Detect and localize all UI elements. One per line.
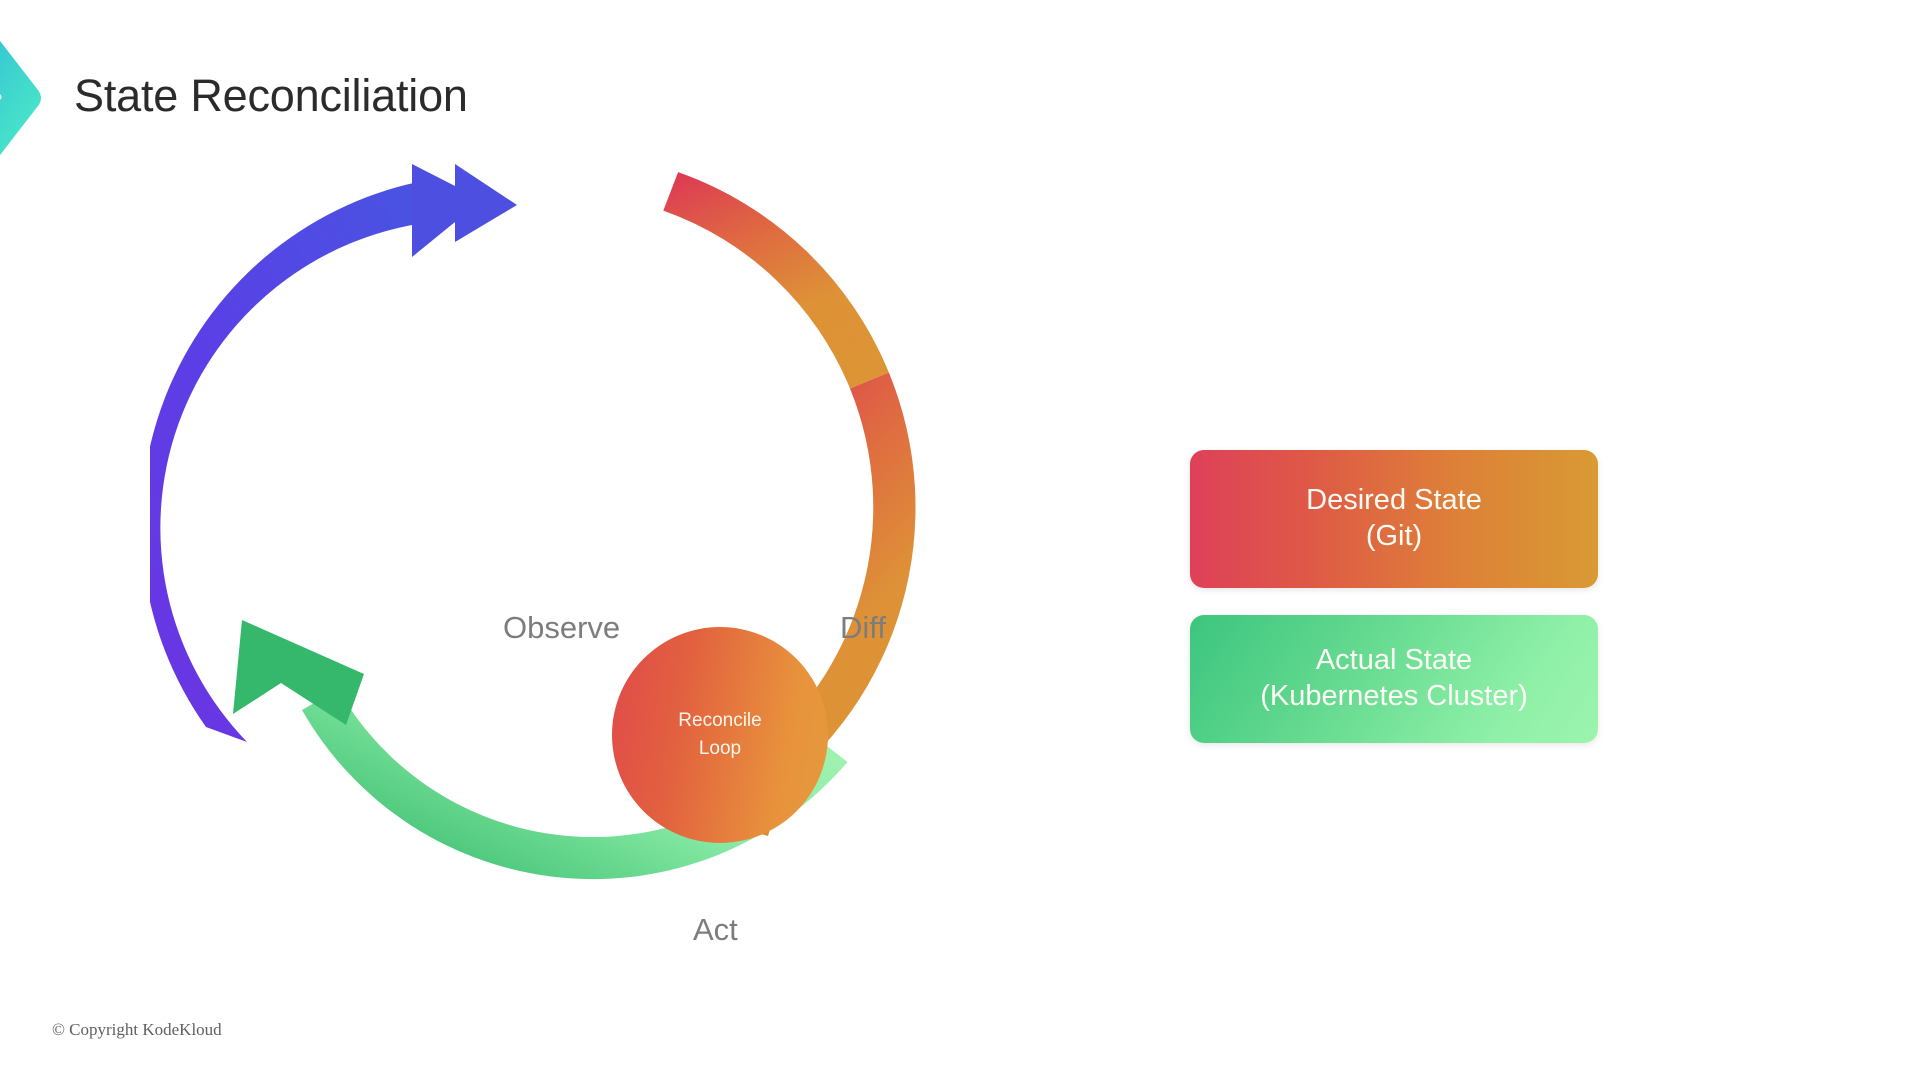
desired-state-title: Desired State <box>1306 484 1482 517</box>
actual-state-title: Actual State <box>1315 644 1473 677</box>
actual-state-box: Actual State (Kubernetes Cluster) <box>1190 615 1598 743</box>
page-title: State Reconciliation <box>74 70 468 121</box>
brand-logo-chevron-icon <box>0 40 41 156</box>
reconcile-loop-diagram: Observe Diff Act Reconcile Loop <box>150 150 1030 990</box>
reconcile-core-line-2: Loop <box>698 738 742 759</box>
stage-label-diff: Diff <box>840 610 886 645</box>
stage-label-act: Act <box>693 912 738 947</box>
reconcile-loop-core: Reconcile Loop <box>612 627 828 843</box>
desired-state-box: Desired State (Git) <box>1190 450 1598 588</box>
stage-label-observe: Observe <box>503 610 621 645</box>
copyright-notice: © Copyright KodeKloud <box>52 1020 222 1039</box>
arc-observe <box>150 164 517 742</box>
actual-state-subtitle: (Kubernetes Cluster) <box>1260 680 1528 712</box>
reconcile-core-line-1: Reconcile <box>678 710 762 732</box>
reconcile-loop-arcs <box>150 164 916 880</box>
desired-state-subtitle: (Git) <box>1365 520 1423 552</box>
